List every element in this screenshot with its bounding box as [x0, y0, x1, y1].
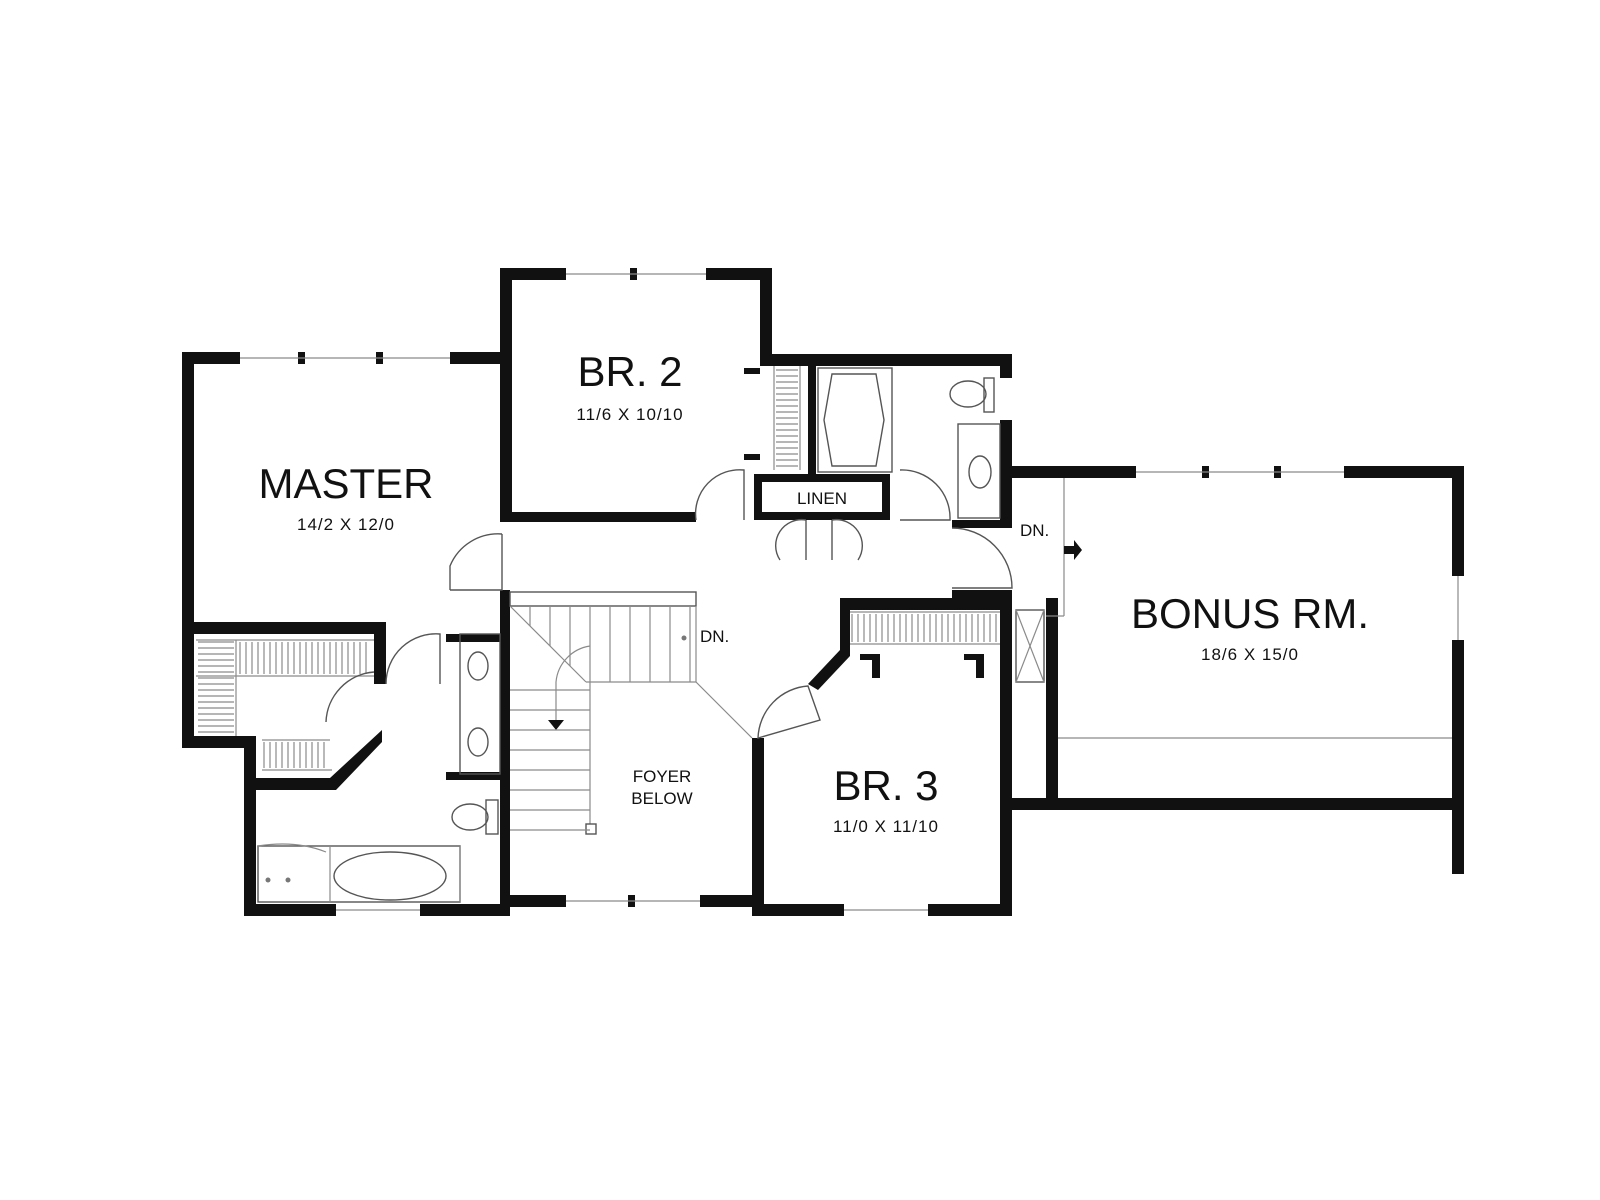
br2-walls	[500, 268, 772, 522]
stair-down-label: DN.	[700, 627, 729, 646]
closet-shelving	[196, 366, 1000, 771]
bonus-room-name: BONUS RM.	[1131, 590, 1369, 637]
br2-room-name: BR. 2	[577, 348, 682, 395]
br3-room-dims: 11/0 X 11/10	[833, 817, 939, 836]
upper-bath-walls	[754, 354, 1012, 598]
room-labels: MASTER 14/2 X 12/0 BR. 2 11/6 X 10/10 BR…	[258, 348, 1369, 836]
master-room-name: MASTER	[258, 460, 433, 507]
br3-walls	[752, 598, 1012, 916]
staircase	[509, 591, 753, 835]
bonus-walls	[1012, 466, 1464, 874]
br3-room-name: BR. 3	[833, 762, 938, 809]
master-room-dims: 14/2 X 12/0	[297, 515, 395, 534]
master-walls	[182, 352, 510, 916]
bonus-room-dims: 18/6 X 15/0	[1201, 645, 1299, 664]
foyer-label-line2: BELOW	[631, 789, 692, 808]
stair-walls	[500, 590, 764, 916]
bonus-down-label: DN.	[1020, 521, 1049, 540]
doors	[325, 469, 1013, 739]
foyer-label-line1: FOYER	[633, 767, 692, 786]
fixtures	[257, 367, 1082, 903]
stair-treads	[510, 606, 691, 831]
linen-label: LINEN	[797, 489, 847, 508]
br2-room-dims: 11/6 X 10/10	[576, 405, 683, 424]
closet-hatching	[198, 369, 997, 768]
